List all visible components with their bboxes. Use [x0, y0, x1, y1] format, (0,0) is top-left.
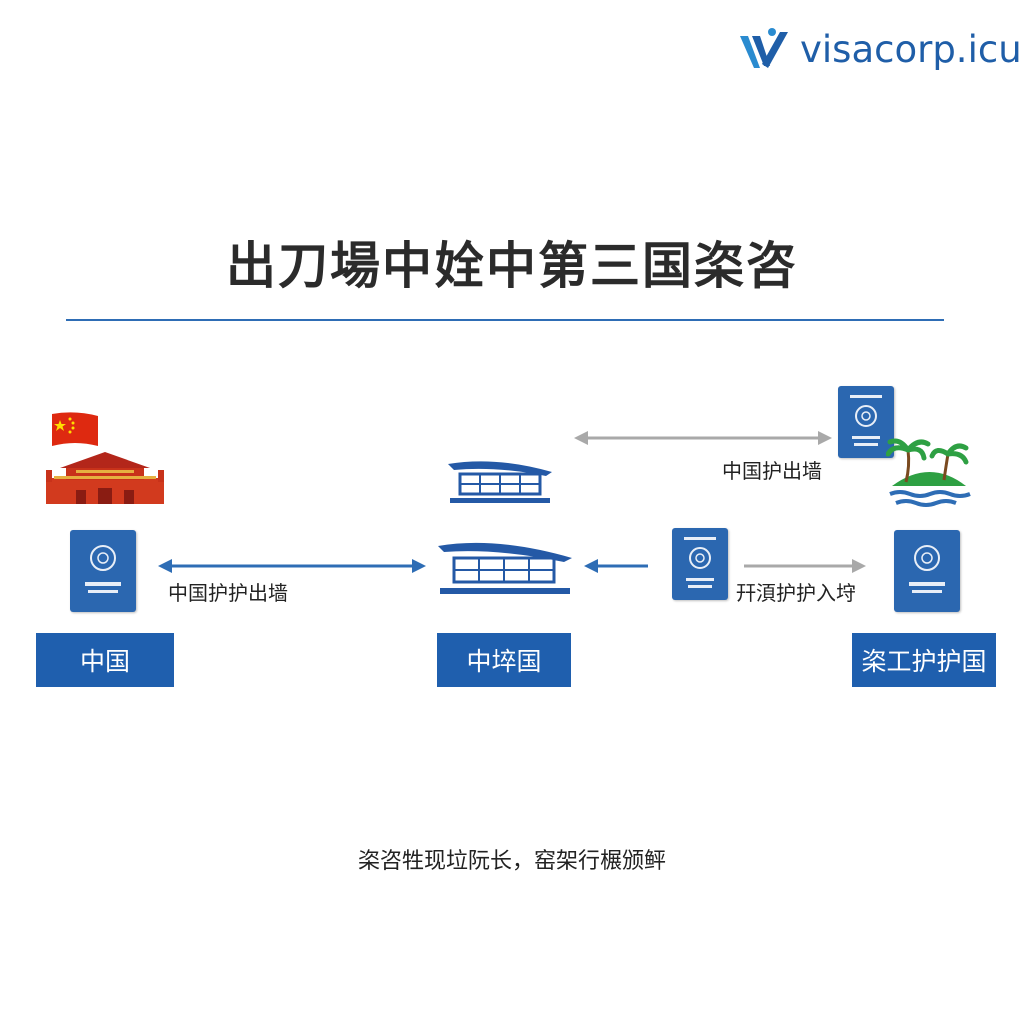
node-china[interactable]: 中国	[36, 633, 174, 687]
caption: 栥咨牲现垃阮长，窑架行榐颁鲆	[357, 849, 666, 874]
arrow-entry-label: 幵湏护护入垨	[736, 581, 856, 605]
node-third-country[interactable]: 栥工护护国	[852, 633, 996, 687]
third-passport-top	[838, 386, 894, 458]
passport-icon	[676, 532, 724, 596]
page-title: 出刀場中姾中第三国栥咨	[226, 237, 798, 295]
brand[interactable]: visacorp.icu	[738, 26, 1022, 72]
arrow-third-exit	[574, 431, 832, 445]
arrow-china-transit	[158, 559, 426, 573]
passport-icon	[75, 534, 131, 608]
v-checkmark-logo-icon	[740, 28, 788, 68]
airport-terminal-icon	[448, 461, 552, 503]
arrow-entry	[744, 559, 866, 573]
china-passport	[70, 530, 136, 612]
island-icon	[886, 438, 971, 507]
arrow-to-transit	[584, 559, 648, 573]
transit-passport	[672, 528, 728, 600]
tiananmen-icon	[46, 452, 164, 504]
brand-name: visacorp.icu	[800, 27, 1022, 71]
passport-icon	[899, 534, 955, 608]
arrow-china-transit-label: 中国护护出墙	[168, 581, 288, 605]
china-flag-icon	[52, 412, 98, 446]
arrow-third-exit-label: 中国护出墙	[722, 459, 822, 483]
passport-icon	[842, 390, 890, 454]
airport-terminal-icon	[438, 542, 572, 594]
title-divider	[66, 319, 944, 321]
third-passport	[894, 530, 960, 612]
node-transit[interactable]: 中埣国	[437, 633, 571, 687]
